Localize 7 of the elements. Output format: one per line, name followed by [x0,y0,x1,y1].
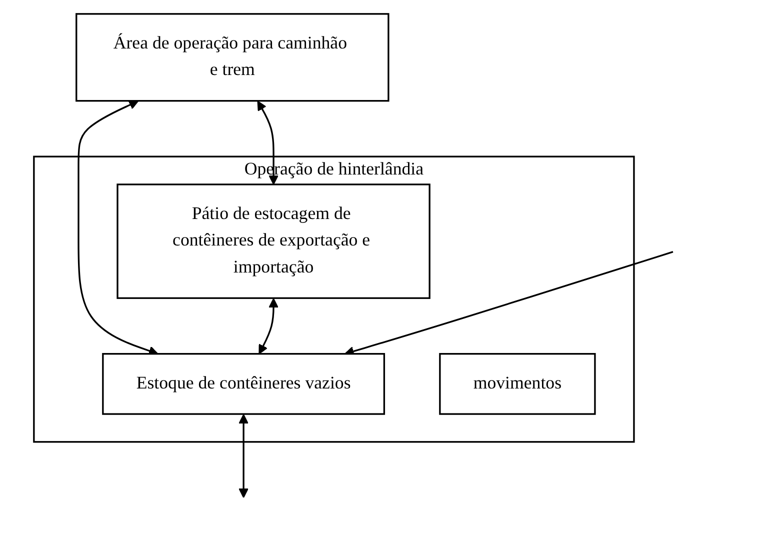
node-box: Pátio de estocagem de contêineres de exportação e importação [116,184,430,299]
arrow [238,414,248,498]
node-box: movimentos [438,353,596,415]
node-box: Estoque de contêineres vazios [102,353,385,415]
arrow [256,100,278,185]
node-box: Área de operação para caminhão e trem [75,13,389,102]
arrow [258,298,278,354]
